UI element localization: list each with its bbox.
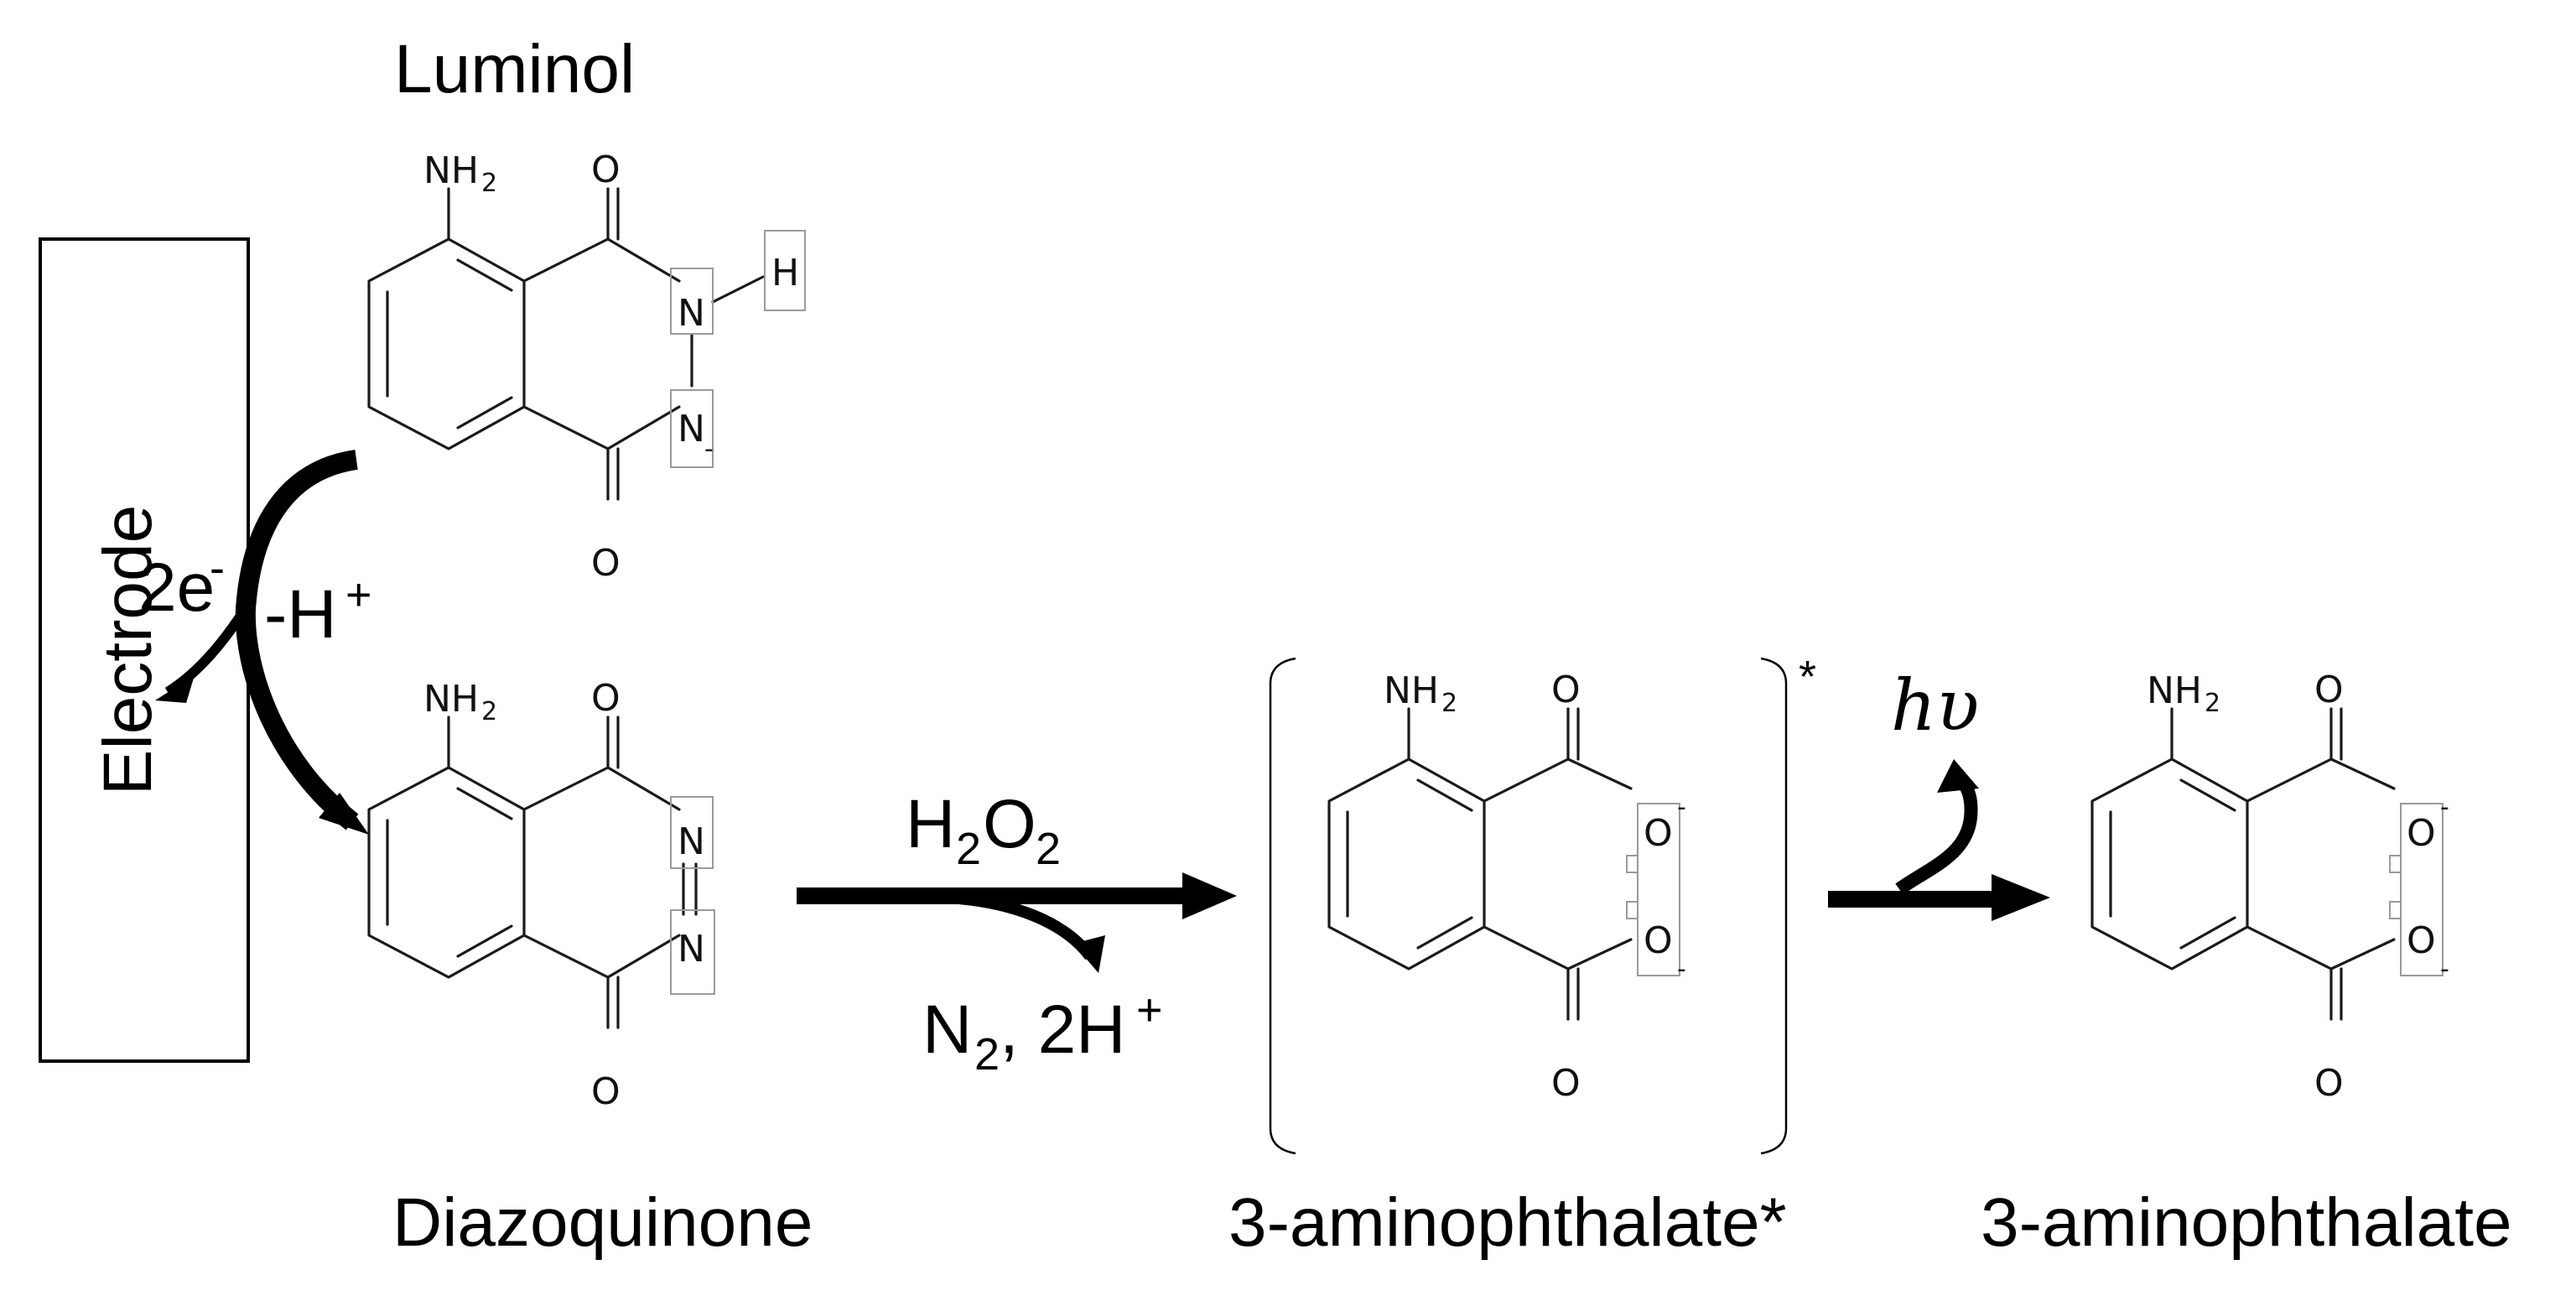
svg-text:N: N — [922, 992, 972, 1068]
step2-arrow — [797, 872, 1237, 973]
svg-text:2: 2 — [481, 169, 497, 198]
svg-text:N: N — [678, 928, 705, 971]
svg-text:O: O — [1551, 669, 1581, 711]
light-label: hυ — [1891, 664, 1979, 747]
luminol-structure: NH 2 O N H N - O — [367, 148, 806, 585]
svg-text:H: H — [771, 252, 799, 294]
svg-text:N: N — [678, 820, 705, 863]
proton-label: -H — [264, 576, 337, 653]
svg-text:N: N — [678, 408, 705, 450]
svg-text:O: O — [2407, 812, 2436, 855]
electrons-sup: - — [210, 543, 225, 593]
step1-curved-arrows — [155, 450, 369, 835]
svg-text:-: - — [2440, 955, 2449, 984]
svg-text:N: N — [678, 292, 705, 335]
svg-text:NH: NH — [2147, 669, 2202, 712]
svg-text:O: O — [983, 786, 1036, 862]
step3-arrow — [1828, 759, 2050, 921]
excited-label: 3-aminophthalate* — [1228, 1184, 1787, 1261]
svg-text:NH: NH — [1384, 669, 1439, 712]
svg-text:-: - — [1677, 955, 1686, 984]
electrode-label: Electrode — [90, 505, 166, 795]
byproduct-n2-2h: N 2 , 2H + — [922, 985, 1163, 1080]
svg-text:O: O — [591, 542, 621, 585]
svg-text:O: O — [2407, 919, 2436, 962]
diazoquinone-label: Diazoquinone — [392, 1184, 813, 1261]
svg-text:2: 2 — [2205, 689, 2220, 718]
svg-text:2: 2 — [974, 1029, 1000, 1080]
svg-text:O: O — [2314, 669, 2344, 711]
svg-text:O: O — [1644, 919, 1673, 962]
svg-text:2: 2 — [1036, 824, 1061, 874]
reagent-h2o2: H 2 O 2 — [906, 786, 1061, 874]
svg-text:O: O — [2314, 1062, 2344, 1105]
svg-text:H: H — [906, 786, 955, 862]
svg-text:O: O — [591, 148, 621, 191]
svg-text:NH: NH — [423, 149, 479, 192]
svg-text:2: 2 — [1441, 689, 1457, 718]
excited-brackets — [1269, 657, 1788, 1155]
svg-text:O: O — [1644, 812, 1673, 855]
svg-text:2: 2 — [481, 697, 497, 726]
excited-star: * — [1799, 652, 1816, 702]
svg-text:O: O — [591, 677, 621, 720]
svg-text:-: - — [2440, 793, 2449, 822]
svg-text:-: - — [704, 435, 714, 464]
product-structure: NH 2 O O - O - O — [2090, 669, 2449, 1105]
excited-structure: NH 2 O O - O - O — [1327, 669, 1686, 1105]
svg-text:-: - — [1677, 793, 1686, 822]
luminol-label: Luminol — [394, 31, 635, 107]
svg-text:O: O — [1551, 1062, 1581, 1105]
svg-text:, 2H: , 2H — [1000, 992, 1125, 1068]
svg-text:NH: NH — [423, 678, 479, 721]
product-label: 3-aminophthalate — [1981, 1184, 2512, 1261]
diazoquinone-structure: NH 2 O N N O — [367, 677, 715, 1113]
svg-text:2: 2 — [956, 824, 981, 874]
svg-text:+: + — [1136, 985, 1163, 1035]
proton-sup: + — [345, 570, 372, 620]
electrons-label: 2e — [138, 549, 215, 626]
svg-text:O: O — [591, 1070, 621, 1113]
